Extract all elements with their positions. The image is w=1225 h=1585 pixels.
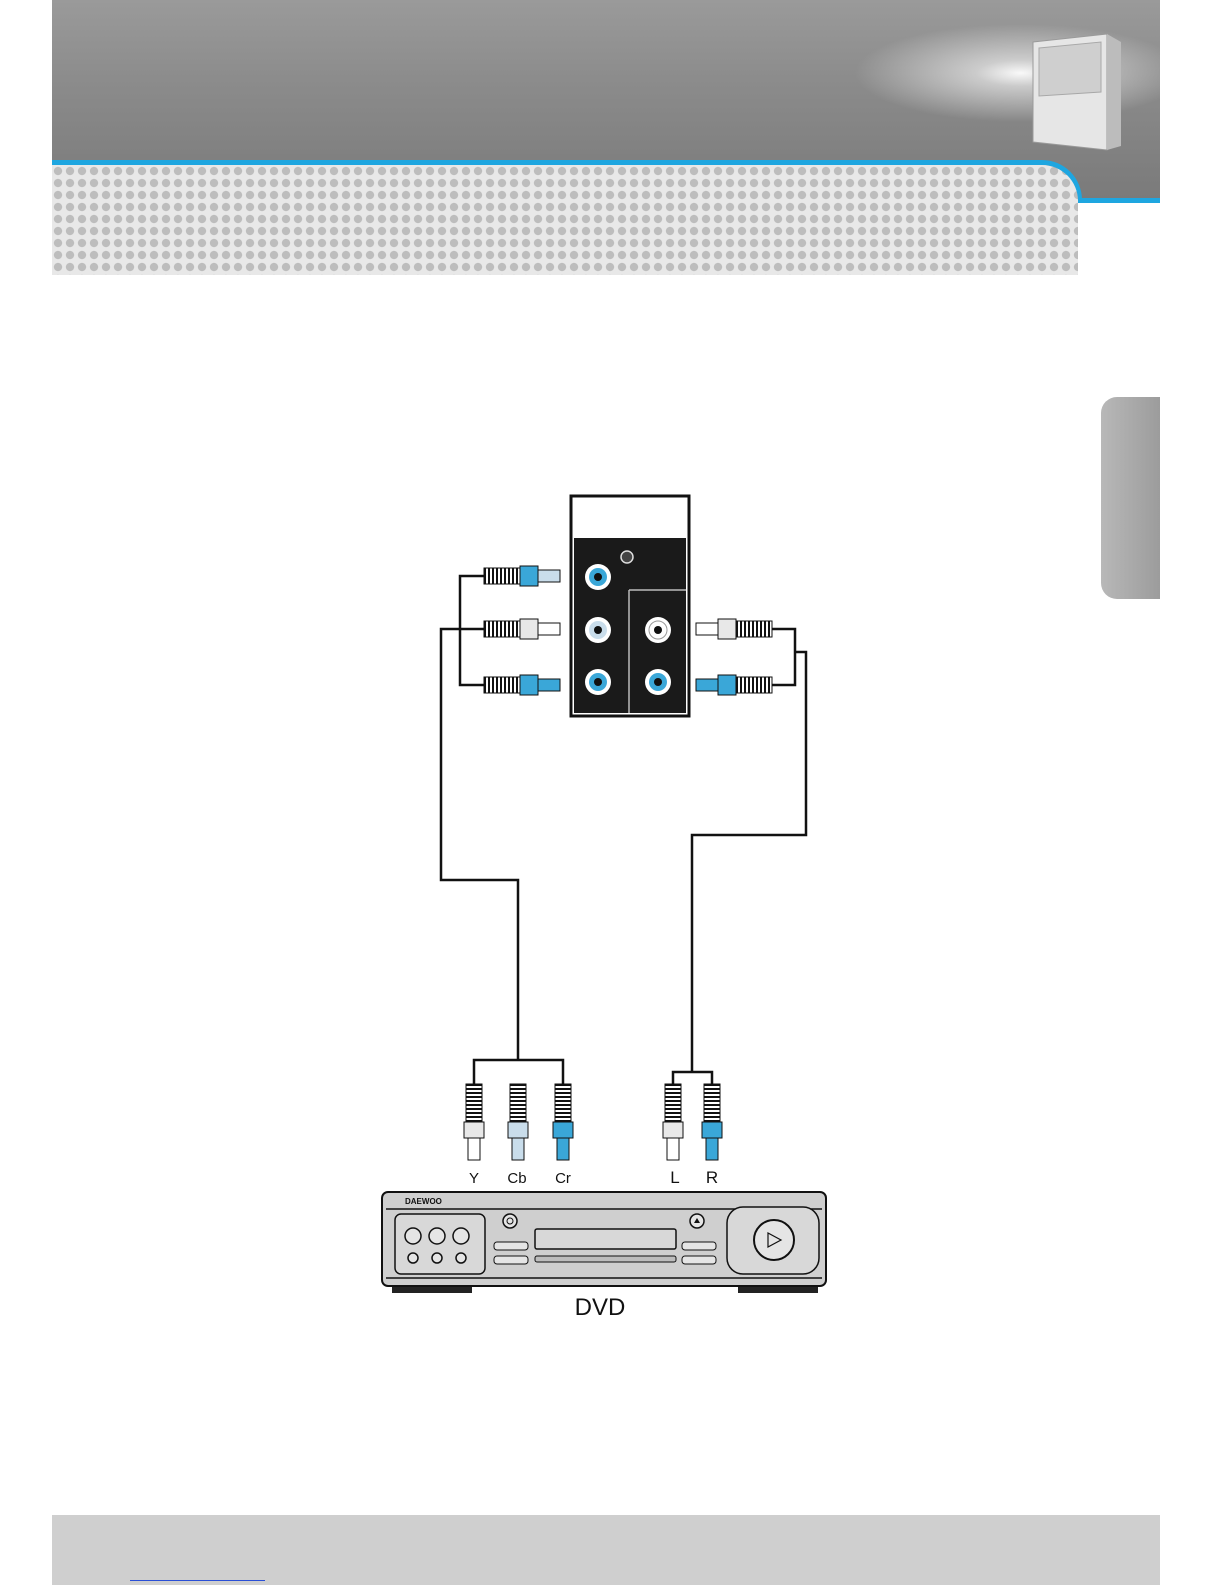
label-cb: Cb	[507, 1170, 526, 1187]
dvd-brand: DAEWOO	[405, 1197, 442, 1206]
plug-l-tv	[696, 619, 772, 639]
plug-y-dvd	[464, 1084, 484, 1160]
jack-audio-r[interactable]	[645, 669, 671, 695]
dvd-button[interactable]	[682, 1256, 716, 1264]
dvd-button[interactable]	[456, 1253, 466, 1263]
dvd-button[interactable]	[405, 1228, 421, 1244]
audio-cable	[673, 629, 806, 1084]
power-icon[interactable]	[503, 1214, 517, 1228]
dvd-player: DAEWOO	[382, 1192, 826, 1293]
label-dvd: DVD	[575, 1294, 626, 1321]
dvd-button[interactable]	[494, 1256, 528, 1264]
jack-cr[interactable]	[585, 669, 611, 695]
disc-tray	[535, 1229, 676, 1249]
jog-dial[interactable]	[754, 1220, 794, 1260]
plug-r-tv	[696, 675, 772, 695]
dvd-button[interactable]	[494, 1242, 528, 1250]
jack-y[interactable]	[585, 564, 611, 590]
video-cable	[441, 576, 563, 1084]
label-l: L	[670, 1168, 679, 1187]
plug-cr-tv	[484, 675, 560, 695]
dvd-button[interactable]	[408, 1253, 418, 1263]
label-cr: Cr	[555, 1170, 571, 1187]
tv-jack-panel	[571, 496, 689, 716]
dvd-button[interactable]	[682, 1242, 716, 1250]
jack-audio-l[interactable]	[645, 617, 671, 643]
ground-screw-icon	[621, 551, 633, 563]
display-slot	[535, 1256, 676, 1262]
dvd-button[interactable]	[429, 1228, 445, 1244]
dvd-button[interactable]	[432, 1253, 442, 1263]
plug-cb-tv	[484, 619, 560, 639]
dvd-button[interactable]	[453, 1228, 469, 1244]
jack-cb[interactable]	[585, 617, 611, 643]
plug-l-dvd	[663, 1084, 683, 1160]
plug-cr-dvd	[553, 1084, 573, 1160]
plug-r-dvd	[702, 1084, 722, 1160]
label-y: Y	[469, 1170, 479, 1187]
plug-cb-dvd	[508, 1084, 528, 1160]
label-r: R	[706, 1168, 718, 1187]
plug-y-tv	[484, 566, 560, 586]
